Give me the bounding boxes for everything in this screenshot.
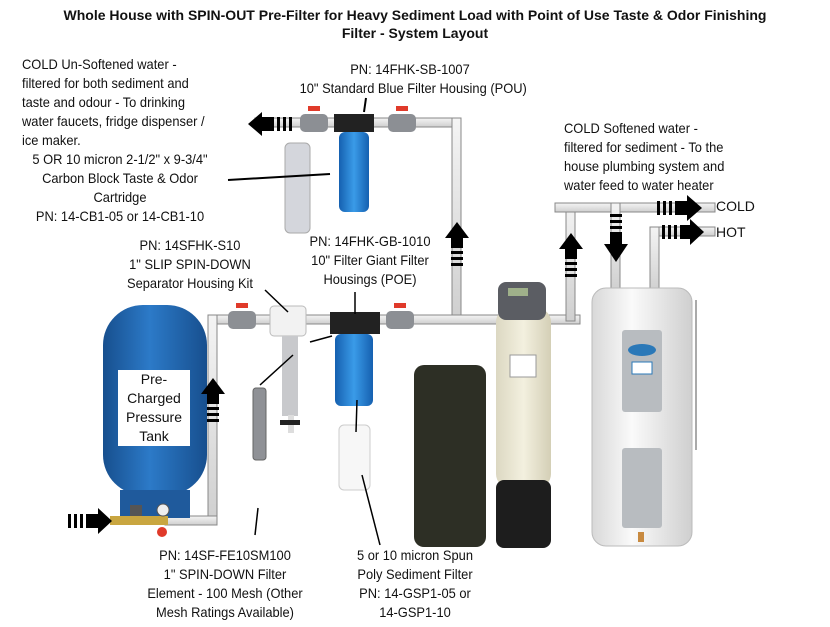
label-line: Housings (POE) — [323, 271, 417, 287]
label-line: Pressure — [125, 409, 183, 425]
label-line: COLD Un-Softened water - — [22, 56, 177, 72]
pou-filter-housing — [334, 114, 374, 212]
label-line: taste and odour - To drinking — [22, 94, 186, 110]
label-line: ice maker. — [22, 132, 81, 148]
label-line: water feed to water heater — [564, 177, 714, 193]
pressure-tank-label: Pre- Charged Pressure Tank — [118, 370, 190, 446]
label-line: Element - 100 Mesh (Other — [147, 585, 303, 601]
diagram-title: Whole House with SPIN-OUT Pre-Filter for… — [0, 6, 830, 42]
carbon-cartridge-label: 5 OR 10 micron 2-1/2" x 9-3/4" Carbon Bl… — [19, 150, 221, 226]
label-line: 14-GSP1-10 — [379, 604, 451, 620]
label-line: 1" SPIN-DOWN Filter — [163, 566, 287, 582]
label-line: Poly Sediment Filter — [357, 566, 473, 582]
valve — [228, 303, 256, 329]
arrow-right-icon — [662, 219, 704, 245]
arrow-up-icon — [559, 233, 583, 277]
cold-outlet-label: COLD — [716, 198, 755, 214]
label-line: 10" Standard Blue Filter Housing (POU) — [299, 80, 527, 96]
arrow-up-icon — [445, 222, 469, 266]
spin-down-element — [252, 387, 267, 461]
label-line: Cartridge — [93, 189, 147, 205]
title-line: Filter - System Layout — [341, 25, 489, 41]
valve — [388, 106, 416, 132]
title-line: Whole House with SPIN-OUT Pre-Filter for… — [63, 7, 767, 23]
arrow-up-icon — [201, 378, 225, 422]
label-line: COLD Softened water - — [564, 120, 698, 136]
cold-softened-label: COLD Softened water - filtered for sedim… — [564, 119, 724, 195]
arrow-down-icon — [604, 214, 628, 262]
label-line: PN: 14SF-FE10SM100 — [159, 547, 291, 563]
pou-housing-label: PN: 14FHK-SB-1007 10" Standard Blue Filt… — [299, 60, 527, 98]
shutoff-valves — [228, 106, 416, 329]
label-line: 1" SLIP SPIN-DOWN — [129, 256, 251, 272]
cold-unsoftened-label: COLD Un-Softened water - filtered for bo… — [22, 55, 205, 150]
carbon-cartridge — [284, 142, 311, 234]
label-line: filtered for sediment - To the — [564, 139, 724, 155]
arrow-right-icon — [657, 195, 702, 221]
label-line: Mesh Ratings Available) — [156, 604, 294, 620]
label-line: Pre- — [140, 371, 168, 387]
valve — [300, 106, 328, 132]
arrow-right-icon — [68, 508, 112, 534]
label-line: 10" Filter Giant Filter — [311, 252, 429, 268]
label-line: house plumbing system and — [564, 158, 725, 174]
label-line: PN: 14FHK-SB-1007 — [350, 61, 470, 77]
label-line: Charged — [127, 390, 181, 406]
label-line: filtered for both sediment and — [22, 75, 189, 91]
spun-poly-label: 5 or 10 micron Spun Poly Sediment Filter… — [341, 546, 488, 622]
poe-housing-label: PN: 14FHK-GB-1010 10" Filter Giant Filte… — [296, 232, 443, 289]
flow-arrows — [68, 112, 704, 534]
label-line: Tank — [139, 428, 169, 444]
valve — [386, 303, 414, 329]
arrow-left-icon — [248, 112, 292, 136]
label-line: 5 OR 10 micron 2-1/2" x 9-3/4" — [32, 151, 208, 167]
label-line: PN: 14SFHK-S10 — [139, 237, 241, 253]
label-line: Carbon Block Taste & Odor — [42, 170, 198, 186]
poe-filter-housing — [330, 312, 380, 406]
softener-resin-tank — [496, 282, 551, 548]
spun-poly-cartridge — [338, 424, 371, 491]
label-line: PN: 14-GSP1-05 or — [359, 585, 471, 601]
label-line: PN: 14FHK-GB-1010 — [309, 233, 431, 249]
spin-down-element-label: PN: 14SF-FE10SM100 1" SPIN-DOWN Filter E… — [124, 546, 326, 622]
hot-outlet-label: HOT — [716, 224, 746, 240]
spin-down-kit-label: PN: 14SFHK-S10 1" SLIP SPIN-DOWN Separat… — [107, 236, 273, 293]
label-line: water faucets, fridge dispenser / — [22, 113, 205, 129]
label-line: PN: 14-CB1-05 or 14-CB1-10 — [35, 208, 205, 224]
brine-tank — [414, 365, 486, 547]
water-heater — [591, 287, 697, 547]
spin-down-housing — [269, 305, 307, 433]
label-line: Separator Housing Kit — [126, 275, 254, 291]
label-line: 5 or 10 micron Spun — [356, 547, 473, 563]
